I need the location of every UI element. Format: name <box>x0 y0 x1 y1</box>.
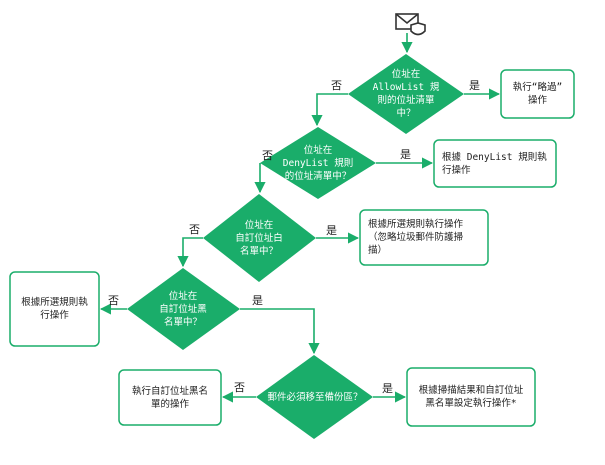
action-blocklist-text: 執行自訂位址黑名 單的操作 <box>131 385 208 410</box>
action-box-skip <box>500 69 575 119</box>
decision-quarantine <box>256 355 373 439</box>
action-box-scan-result <box>406 367 536 427</box>
label-no-denylist: 否 <box>262 150 273 162</box>
action-selected-rule-text: 根據所選規則執 行操作 <box>21 297 88 321</box>
decision-custom-block <box>127 268 240 350</box>
decision-allowlist <box>348 54 464 134</box>
decision-custom-block-text: 位址在 自訂位址黑 名單中？ <box>159 290 207 328</box>
action-box-selected-rule <box>9 271 100 347</box>
decision-denylist <box>260 127 376 199</box>
connectors <box>99 33 501 403</box>
decision-quarantine-text: 郵件必須移至備份區？ <box>267 391 363 403</box>
label-no-quarantine: 否 <box>234 382 245 394</box>
label-no-custom-allow: 否 <box>189 224 200 236</box>
connector-allow-no <box>311 93 348 127</box>
label-no-allowlist: 否 <box>331 80 342 92</box>
decision-allowlist-text: 位址在 AllowList 規 則的位址清單 中？ <box>372 69 440 119</box>
decision-denylist-text: 位址在 DenyList 規則 的位址清單中？ <box>282 144 354 182</box>
action-ignore-scan-text: 根據所選規則執行操作 （忽略垃圾郵件防護掃 描） <box>368 219 464 256</box>
label-yes-custom-allow: 是 <box>326 225 337 237</box>
action-box-ignore-scan <box>359 209 489 266</box>
connector-custom-allow-no <box>177 237 203 268</box>
decision-custom-allow <box>203 194 316 282</box>
action-deny-rule-text: 根據 DenyList 規則執 行操作 <box>442 151 547 176</box>
action-skip-text: 執行“略過” 操作 <box>512 82 563 106</box>
label-yes-custom-block: 是 <box>252 295 263 307</box>
envelope-shield-icon <box>395 13 426 36</box>
label-yes-allowlist: 是 <box>469 80 480 92</box>
action-scan-result-text: 根據掃描結果和自訂位址 黑名單設定執行操作* <box>418 385 524 409</box>
action-box-blocklist <box>118 369 222 426</box>
label-no-custom-block: 否 <box>108 295 119 307</box>
action-box-deny-rule <box>433 139 557 188</box>
label-yes-denylist: 是 <box>400 149 411 161</box>
connector-custom-block-yes <box>240 308 320 355</box>
label-yes-quarantine: 是 <box>382 383 393 395</box>
decision-custom-allow-text: 位址在 自訂位址白 名單中？ <box>235 219 283 257</box>
